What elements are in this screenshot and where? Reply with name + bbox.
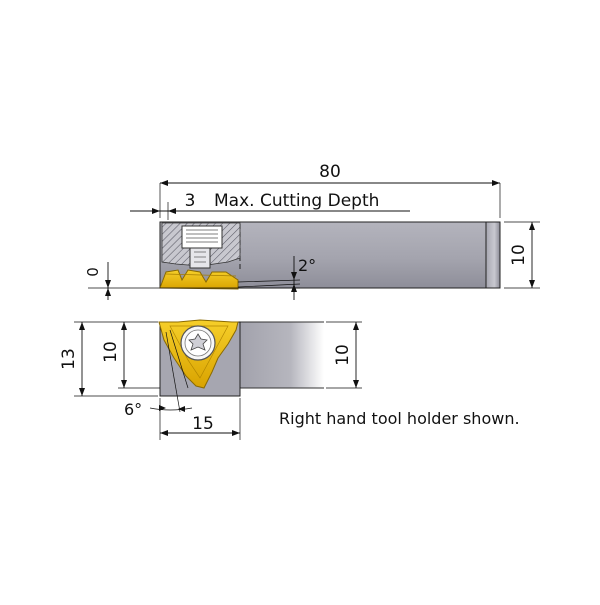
dim-head-inner: 10 xyxy=(101,322,160,389)
front-angle-label: 6° xyxy=(124,400,142,419)
dim-overall-length: 80 xyxy=(159,162,501,218)
side-view xyxy=(159,221,501,290)
dim-zero-ref: 0 xyxy=(84,262,300,300)
cutting-depth-value: 3 xyxy=(185,191,196,211)
head-width-label: 15 xyxy=(192,414,214,434)
shank-end xyxy=(485,221,501,289)
caption-text: Right hand tool holder shown. xyxy=(279,409,520,428)
torx-icon xyxy=(188,333,208,351)
dim-front-angle: 6° xyxy=(124,400,193,419)
shank-height-label: 10 xyxy=(509,244,529,266)
head-height-label: 13 xyxy=(59,348,79,370)
shank-section-label: 10 xyxy=(333,344,353,366)
dim-head-width: 15 xyxy=(159,398,241,440)
dim-shank-section: 10 xyxy=(326,321,362,389)
dim-head-height: 13 xyxy=(59,321,158,397)
cutting-depth-label: Max. Cutting Depth xyxy=(214,191,379,211)
side-angle-label: 2° xyxy=(298,256,316,275)
dim-side-angle: 2° xyxy=(291,256,316,300)
clamp-screw-icon xyxy=(181,225,223,269)
zero-ref-label: 0 xyxy=(84,267,102,277)
dim-shank-height: 10 xyxy=(504,221,540,289)
dim-cutting-depth: 3 Max. Cutting Depth xyxy=(130,191,410,220)
insert-side xyxy=(159,269,239,290)
dim-80-label: 80 xyxy=(319,162,341,182)
head-inner-label: 10 xyxy=(101,341,121,363)
front-view xyxy=(158,319,324,413)
shank-section xyxy=(240,322,324,388)
